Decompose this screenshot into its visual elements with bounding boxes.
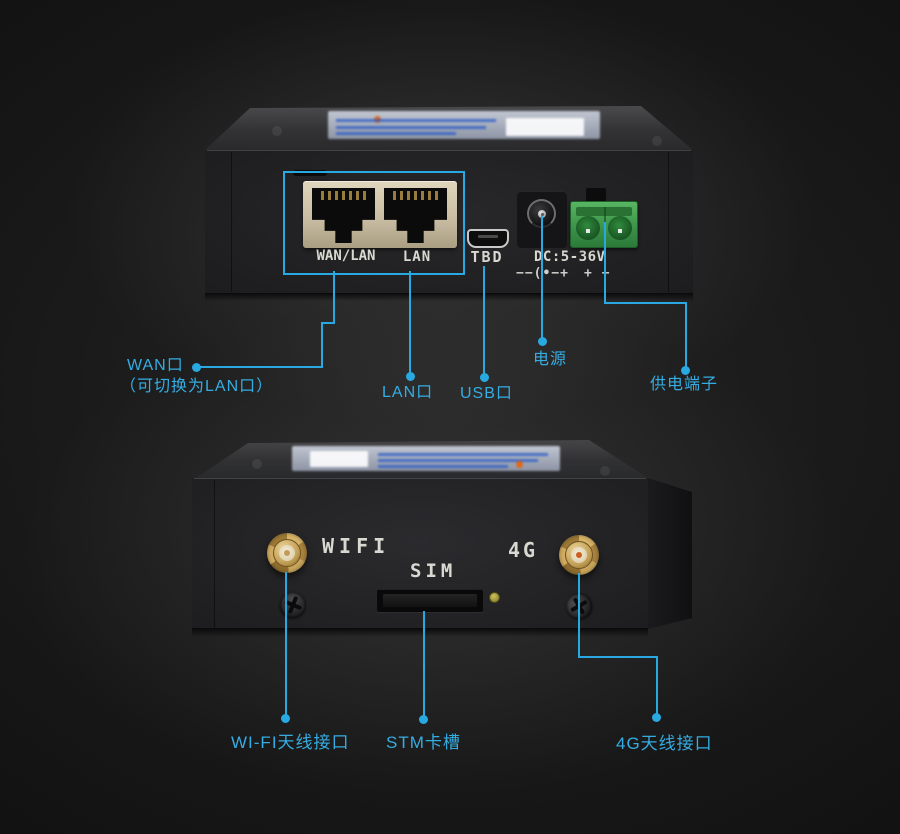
fourg-panel-marking: 4G: [508, 538, 539, 562]
callout-line-usb: [483, 266, 485, 377]
sim-card-slot: [377, 589, 483, 612]
lan-port-marking: LAN: [402, 249, 432, 265]
wan-lan-port-marking: WAN/LAN: [316, 248, 376, 264]
fourg-callout-label: 4G天线接口: [616, 734, 713, 753]
sticker-text-line: [378, 453, 548, 456]
wan-callout-label: WAN口: [127, 357, 184, 374]
callout-line-wan: [321, 322, 335, 324]
panel-seam: [214, 480, 215, 628]
ethernet-highlight-box: [283, 171, 465, 275]
router-side-facet: [648, 478, 692, 629]
sticker-barcode-block: [310, 451, 368, 467]
panel-seam: [668, 152, 669, 292]
callout-line-wan: [196, 366, 323, 368]
lan-callout-label: LAN口: [382, 384, 434, 401]
panel-bottom-lip: [205, 293, 693, 301]
callout-line-terminal: [685, 302, 687, 370]
callout-dot-fourg: [652, 713, 661, 722]
power-callout-label: 电源: [533, 351, 568, 368]
lan-port: [384, 188, 447, 243]
dc-jack-pin: [538, 210, 546, 218]
panel-bottom-lip: [192, 628, 648, 637]
port-pins: [321, 191, 366, 200]
panel-edge-highlight: [194, 478, 646, 479]
sim-panel-marking: SIM: [410, 560, 457, 582]
rj45-housing: [303, 181, 457, 248]
wifi-callout-label: WI-FI天线接口: [231, 733, 350, 752]
top-face-screw-mark: [600, 466, 610, 476]
callout-line-fourg: [656, 656, 658, 718]
wan-callout-sublabel: （可切换为LAN口）: [120, 378, 274, 395]
terminal-screw-well: [576, 216, 600, 240]
top-face-screw-mark: [252, 459, 262, 469]
sticker-text-line: [378, 459, 538, 462]
callout-dot-terminal: [681, 366, 690, 375]
callout-dot-sim: [419, 715, 428, 724]
sticker-logo-dot: [516, 461, 523, 468]
callout-dot-wan: [192, 363, 201, 372]
sim-callout-label: STM卡槽: [386, 733, 461, 752]
callout-line-wan: [321, 322, 323, 368]
port-pins: [393, 191, 438, 200]
sticker-text-line: [378, 465, 508, 468]
fourg-antenna-connector: [559, 535, 599, 575]
sticker-text-line: [336, 126, 486, 129]
device-label-sticker: [328, 111, 600, 139]
terminal-polarity-marking: + −: [584, 266, 611, 281]
vent-slot: [293, 170, 327, 176]
panel-seam: [231, 152, 232, 292]
usb-callout-label: USB口: [460, 385, 513, 402]
sticker-barcode-block: [506, 118, 584, 136]
usb-tongue: [478, 235, 498, 238]
callout-dot-usb: [480, 373, 489, 382]
sim-slot-recess: [383, 594, 477, 607]
wifi-antenna-connector: [267, 533, 307, 573]
callout-line-lan: [409, 271, 411, 376]
usb-port-marking: TBD: [470, 248, 504, 266]
callout-line-terminal: [604, 222, 606, 304]
callout-line-power: [541, 216, 543, 342]
top-face-screw-mark: [652, 136, 662, 146]
callout-line-fourg: [578, 656, 658, 658]
terminal-callout-label: 供电端子: [650, 376, 719, 393]
terminal-screw-well: [608, 216, 632, 240]
terminal-lock-tab: [586, 188, 606, 204]
callout-dot-power: [538, 337, 547, 346]
micro-usb-port: [467, 229, 509, 248]
callout-line-fourg: [578, 573, 580, 658]
sma-pin: [576, 552, 582, 558]
sticker-text-line: [336, 132, 456, 135]
dc-voltage-marking: DC:5-36V: [534, 249, 606, 265]
wifi-panel-marking: WIFI: [322, 534, 391, 558]
sticker-text-line: [336, 119, 496, 122]
callout-line-terminal: [604, 302, 687, 304]
callout-dot-wifi: [281, 714, 290, 723]
panel-edge-highlight: [207, 150, 691, 151]
callout-line-sim: [423, 611, 425, 720]
callout-dot-lan: [406, 372, 415, 381]
device-label-sticker-2: [292, 446, 560, 471]
wan-lan-port: [312, 188, 375, 243]
led-indicator: [489, 592, 500, 603]
sma-pin: [284, 550, 290, 556]
top-face-screw-mark: [272, 126, 282, 136]
callout-line-wan: [333, 271, 335, 324]
callout-line-wifi: [285, 572, 287, 719]
